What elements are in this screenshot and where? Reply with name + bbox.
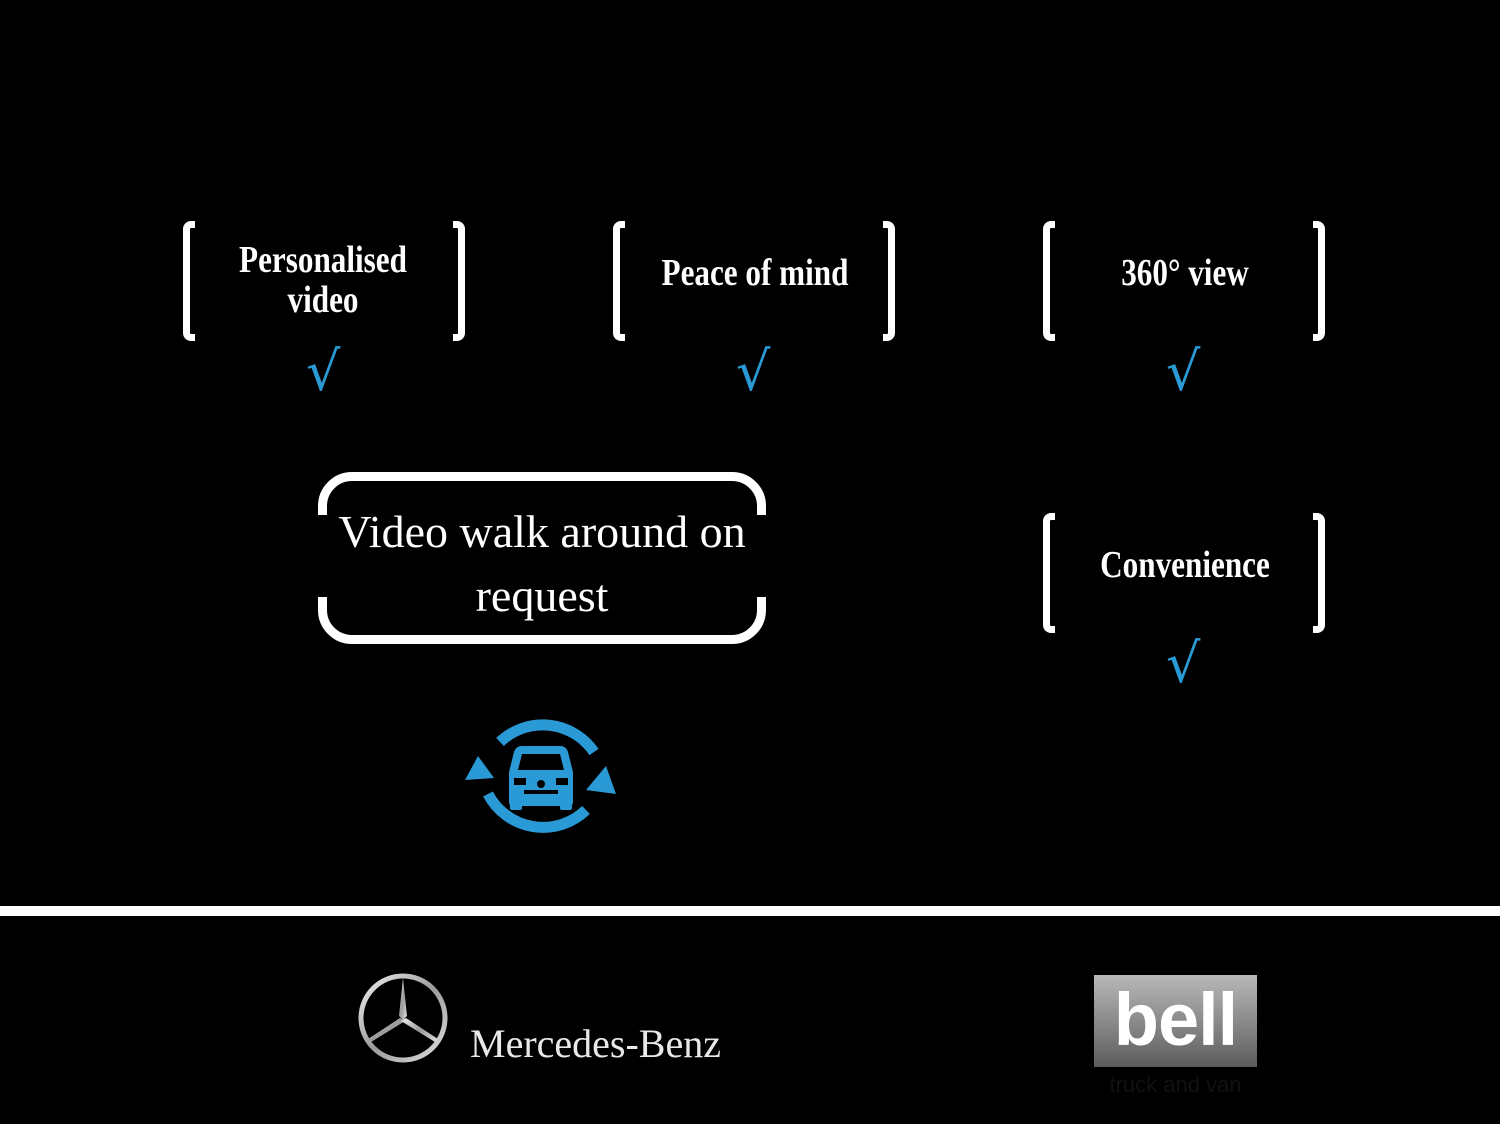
highlight-label: Video walk around on request [338,506,746,621]
bell-logo-subtitle: truck and van [1109,1072,1242,1097]
bell-logo [1094,975,1257,1067]
bracket-left [1043,221,1055,341]
feature-convenience: Convenience [1100,544,1270,586]
bracket-right [1313,221,1325,341]
mercedes-benz-label: Mercedes-Benz [470,1021,721,1066]
bracket-left [183,221,195,341]
van-rotate-icon [465,719,616,833]
bracket-right [883,221,895,341]
footer-divider [0,906,1500,916]
bracket-left [1043,513,1055,633]
feature-personalised-video: Personalised video [239,239,407,321]
bell-logo-word: bell [1113,978,1238,1061]
feature-360-view: 360° view [1121,252,1249,294]
bracket-right [1313,513,1325,633]
bracket-left [613,221,625,341]
highlight-box-gap-right [746,515,770,597]
check-icon: √ [1166,340,1201,403]
highlight-box-gap-left [314,515,338,597]
check-icon: √ [306,340,341,403]
bracket-right [453,221,465,341]
mercedes-star-icon [358,973,448,1063]
check-icon: √ [736,340,771,403]
check-icon: √ [1166,632,1201,695]
feature-peace-of-mind: Peace of mind [661,252,849,294]
